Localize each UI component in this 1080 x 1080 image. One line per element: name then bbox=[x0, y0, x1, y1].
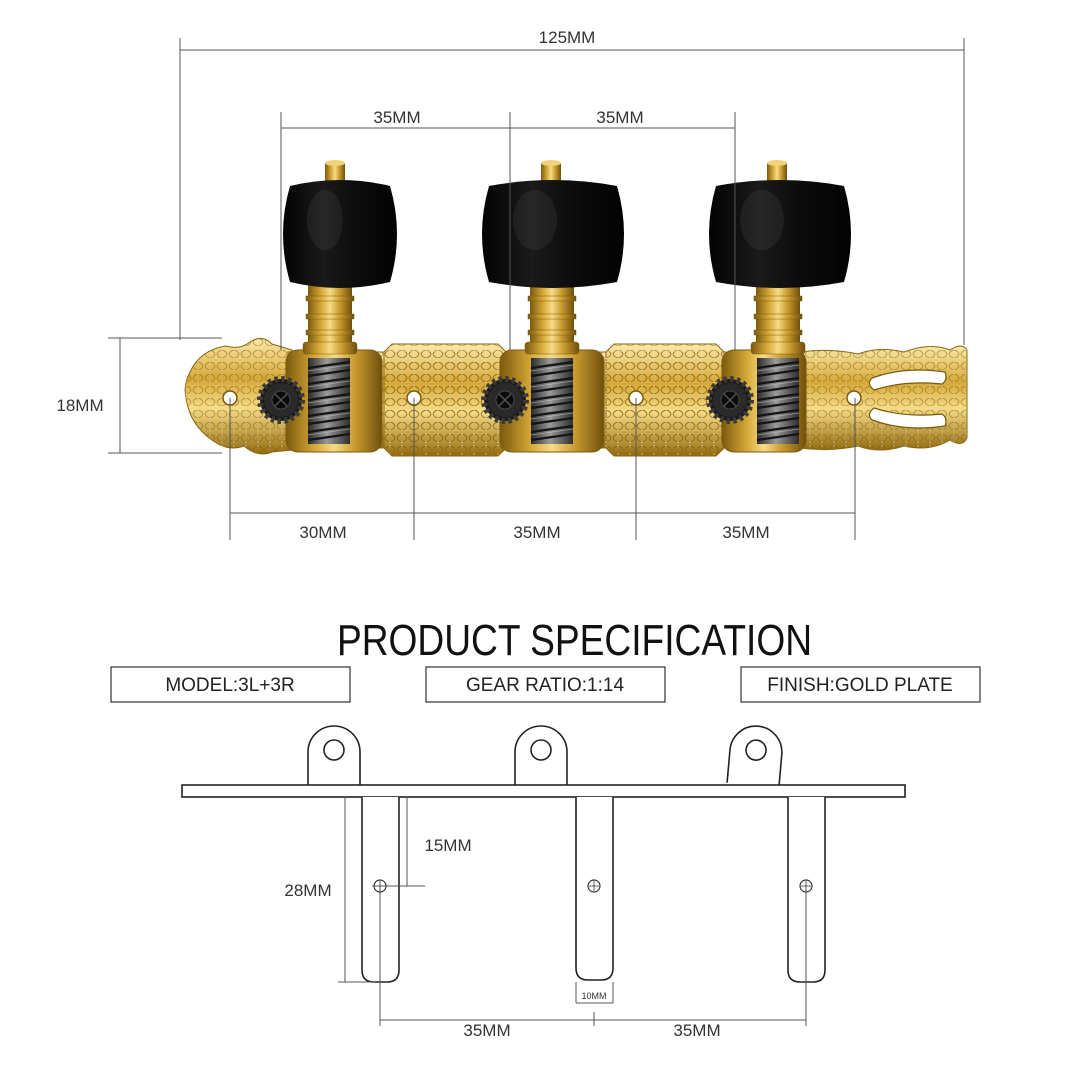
knob-highlight-1 bbox=[307, 190, 343, 250]
post-ring-3a bbox=[753, 295, 803, 302]
post-collar-2 bbox=[524, 341, 580, 355]
label-post-spacing-1: 35MM bbox=[373, 108, 420, 127]
worm-gear-3 bbox=[755, 356, 801, 446]
side-dimension-lines bbox=[338, 797, 807, 1026]
tab-hole-2 bbox=[530, 739, 552, 761]
spec-model-label: MODEL:3L+3R bbox=[165, 675, 294, 696]
label-hole-depth: 15MM bbox=[424, 836, 471, 855]
post-ring-2c bbox=[527, 329, 577, 336]
mounting-holes bbox=[222, 390, 862, 406]
top-dimension-lines bbox=[108, 38, 965, 540]
dimension-side-post-spacing bbox=[379, 886, 807, 1026]
string-post-1 bbox=[283, 160, 397, 355]
post-collar-3 bbox=[750, 341, 806, 355]
end-slot-upper bbox=[868, 369, 947, 391]
worm-gear-1 bbox=[306, 356, 352, 446]
side-view-drawing: 15MM 28MM 10MM 35MM 35MM bbox=[181, 725, 906, 1040]
dimension-hole-depth bbox=[372, 797, 425, 887]
cog-gear-3 bbox=[709, 379, 751, 421]
label-post-spacing-2: 35MM bbox=[596, 108, 643, 127]
worm-gear-2 bbox=[529, 356, 575, 446]
post-ring-3b bbox=[753, 313, 803, 320]
cog-gear-1 bbox=[260, 379, 302, 421]
dimension-overall-length bbox=[179, 38, 965, 345]
spec-model: MODEL:3L+3R bbox=[110, 666, 351, 703]
post-tip-top-3 bbox=[767, 160, 787, 166]
page-title: PRODUCT SPECIFICATION bbox=[337, 616, 812, 665]
label-plate-height: 18MM bbox=[56, 396, 103, 415]
label-side-post-spacing-1: 35MM bbox=[463, 1021, 510, 1040]
side-plate bbox=[181, 784, 906, 798]
plate-end-slots bbox=[868, 369, 947, 429]
top-dimension-labels: 125MM 35MM 35MM 18MM 30MM 35MM 35MM bbox=[56, 28, 769, 542]
label-side-post-spacing-2: 35MM bbox=[673, 1021, 720, 1040]
string-post-2 bbox=[482, 160, 624, 355]
dimension-hole-spacing bbox=[229, 398, 856, 540]
dimension-post-spacing bbox=[280, 112, 736, 350]
post-ring-1c bbox=[305, 329, 355, 336]
dimension-plate-height bbox=[108, 337, 222, 454]
label-overall-length: 125MM bbox=[539, 28, 596, 47]
knob-1 bbox=[283, 180, 397, 288]
post-ring-3c bbox=[753, 329, 803, 336]
post-ring-2a bbox=[527, 295, 577, 302]
post-tip-top-1 bbox=[325, 160, 345, 166]
spec-gear-ratio-box bbox=[425, 666, 666, 703]
post-ring-1b bbox=[305, 313, 355, 320]
string-post-3 bbox=[709, 160, 851, 355]
spec-gear-ratio: GEAR RATIO:1:14 bbox=[425, 666, 666, 703]
post-holes bbox=[373, 879, 813, 893]
mounting-tab-3-group bbox=[726, 725, 783, 788]
knob-highlight-3 bbox=[740, 190, 784, 250]
knob-3 bbox=[709, 180, 851, 288]
label-hole-spacing-1: 30MM bbox=[299, 523, 346, 542]
post-ring-2b bbox=[527, 313, 577, 320]
tab-hole-3 bbox=[745, 739, 767, 761]
end-slot-lower bbox=[868, 407, 947, 429]
post-hole-2 bbox=[587, 879, 601, 893]
spec-boxes: MODEL:3L+3R GEAR RATIO:1:14 FINISH:GOLD … bbox=[110, 666, 981, 703]
spec-gear-ratio-label: GEAR RATIO:1:14 bbox=[466, 675, 624, 696]
spec-finish: FINISH:GOLD PLATE bbox=[740, 666, 981, 703]
post-ring-1a bbox=[305, 295, 355, 302]
spec-finish-label: FINISH:GOLD PLATE bbox=[767, 675, 952, 696]
spec-model-box bbox=[110, 666, 351, 703]
dimension-post-width bbox=[575, 982, 614, 1004]
label-post-width: 10MM bbox=[581, 991, 606, 1001]
post-tip-top-2 bbox=[541, 160, 561, 166]
label-post-length: 28MM bbox=[284, 881, 331, 900]
cog-gear-2 bbox=[484, 379, 526, 421]
knob-2 bbox=[482, 180, 624, 288]
tuner-photo bbox=[184, 160, 968, 457]
label-hole-spacing-2: 35MM bbox=[513, 523, 560, 542]
knob-highlight-2 bbox=[513, 190, 557, 250]
dimension-post-length bbox=[338, 797, 375, 983]
mounting-hole-4 bbox=[846, 390, 862, 406]
side-dimension-labels: 15MM 28MM 10MM 35MM 35MM bbox=[284, 836, 720, 1040]
post-collar-1 bbox=[302, 341, 358, 355]
tab-hole-1 bbox=[323, 739, 345, 761]
spec-finish-box bbox=[740, 666, 981, 703]
mounting-tabs bbox=[307, 725, 783, 788]
label-hole-spacing-3: 35MM bbox=[722, 523, 769, 542]
